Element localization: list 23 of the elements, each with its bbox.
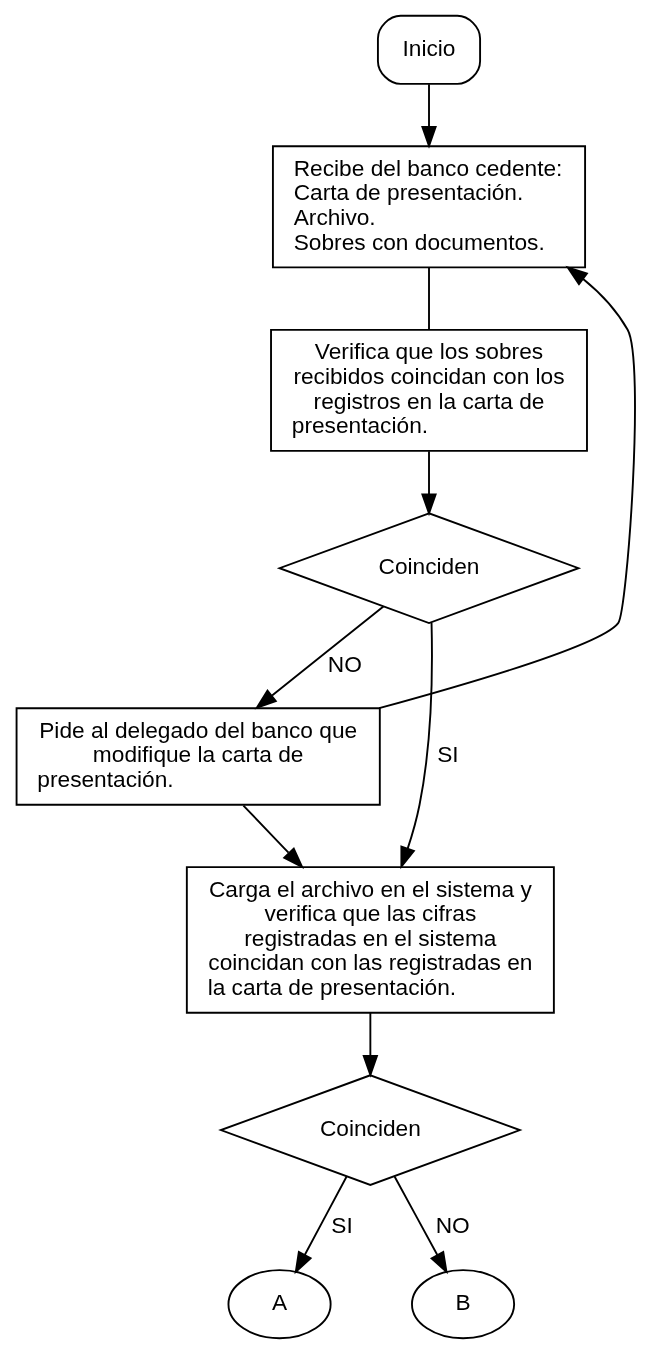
- edge-label: NO: [327, 650, 362, 677]
- node-box: Inicio: [376, 14, 482, 85]
- node-box: Carga el archivo en el sistema y verifica que las cifras registradas en el sistema coincidan con las registradas en la carta de presentación.: [185, 866, 555, 1014]
- node-box: Verifica que los sobres recibidos coincidan con los registros en la carta de presentación.: [270, 328, 588, 452]
- arrow: [294, 1175, 348, 1275]
- edge-label: NO: [435, 1212, 470, 1239]
- node-diamond: Coinciden: [218, 1074, 523, 1186]
- arrow: [421, 83, 437, 149]
- arrow: [362, 1011, 379, 1078]
- connector: [428, 266, 430, 331]
- edge-label: SI: [437, 741, 459, 768]
- arrow: [378, 265, 636, 710]
- node-box: Recibe del banco cedente: Carta de presentación. Archivo. Sobres con documentos.: [271, 145, 587, 269]
- node-ellipse: B: [411, 1269, 516, 1340]
- arrow: [242, 804, 305, 869]
- arrow: [400, 621, 433, 870]
- node-ellipse: A: [227, 1269, 332, 1340]
- edge-label: SI: [331, 1212, 353, 1239]
- arrow: [393, 1175, 448, 1275]
- node-diamond: Coinciden: [276, 512, 582, 625]
- node-box: Pide al delegado del banco que modifique la carta de presentación.: [15, 707, 381, 806]
- arrow: [254, 605, 385, 710]
- arrow: [421, 450, 437, 517]
